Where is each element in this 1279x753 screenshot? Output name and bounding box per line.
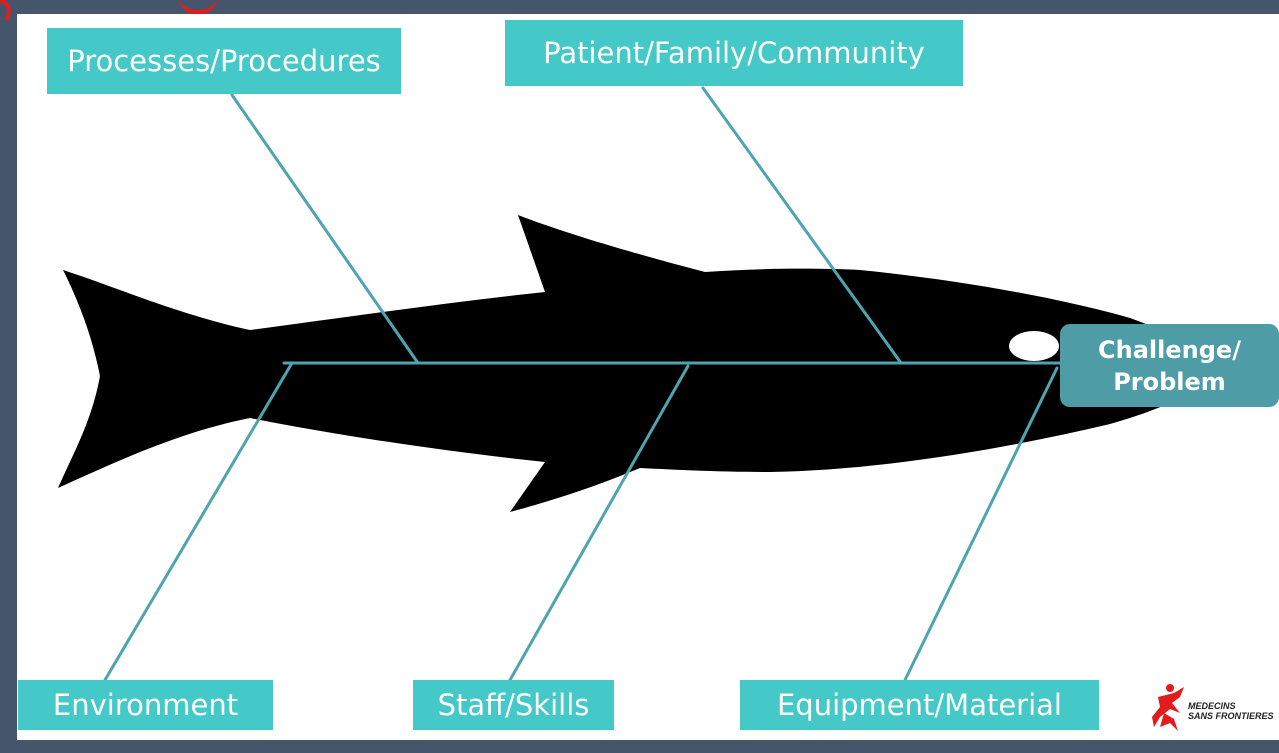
fish-eye <box>1009 331 1059 361</box>
effect-label-line1: Challenge/ <box>1098 335 1241 364</box>
cause-label-environment: Environment <box>52 688 239 722</box>
bone-environment <box>103 361 294 682</box>
bone-patient <box>701 86 903 365</box>
cause-box-staff: Staff/Skills <box>413 680 614 730</box>
logo-text-line1: MEDECINS <box>1188 701 1236 711</box>
effect-box: Challenge/ Problem <box>1060 324 1279 407</box>
cause-label-patient: Patient/Family/Community <box>543 36 925 70</box>
bone-equipment <box>903 366 1059 682</box>
red-corner-decoration <box>0 0 11 20</box>
cause-box-environment: Environment <box>18 680 273 730</box>
cause-label-equipment: Equipment/Material <box>776 688 1062 722</box>
cause-box-patient: Patient/Family/Community <box>505 20 963 86</box>
top-strip <box>0 0 1279 14</box>
cause-label-staff: Staff/Skills <box>437 688 590 722</box>
msf-logo: MEDECINS SANS FRONTIERES <box>1150 683 1275 735</box>
red-swoosh-decoration <box>178 0 218 14</box>
cause-box-equipment: Equipment/Material <box>740 680 1099 730</box>
logo-text-line2: SANS FRONTIERES <box>1188 711 1274 721</box>
bone-staff <box>508 364 690 682</box>
cause-box-processes: Processes/Procedures <box>47 28 401 94</box>
effect-label-line2: Problem <box>1113 367 1226 396</box>
cause-label-processes: Processes/Procedures <box>67 44 381 78</box>
running-man-logo-icon <box>1152 684 1184 731</box>
bone-processes <box>230 93 420 365</box>
